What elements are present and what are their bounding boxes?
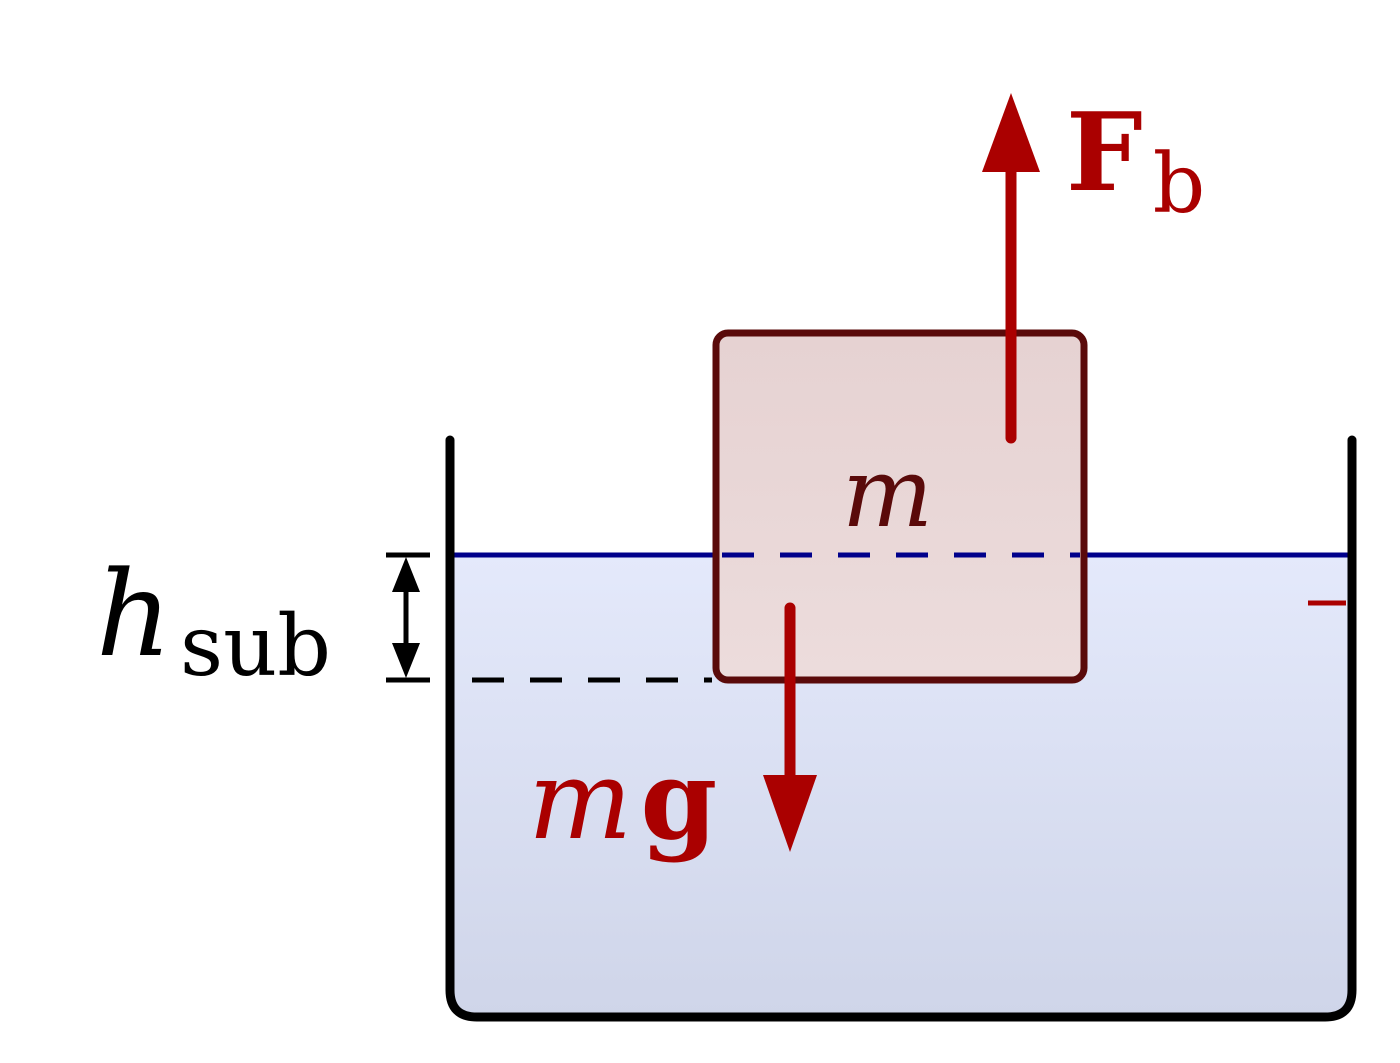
height-subscript: sub xyxy=(180,597,331,695)
buoyant-force-arrow xyxy=(982,93,1040,444)
water xyxy=(452,555,1352,1015)
floating-block xyxy=(712,329,1088,684)
buoyant-force-label: F b xyxy=(1066,90,1205,232)
mass-label: m xyxy=(842,437,933,549)
buoyant-force-subscript: b xyxy=(1153,137,1206,232)
weight-label: m g xyxy=(528,735,717,864)
height-label: h sub xyxy=(96,545,331,695)
height-dimension-arrow xyxy=(386,552,430,683)
weight-m: m xyxy=(528,736,632,864)
weight-arrow xyxy=(763,602,817,852)
weight-g: g xyxy=(640,735,717,864)
container xyxy=(445,435,1357,1022)
height-h: h xyxy=(96,545,172,683)
buoyant-force-F: F xyxy=(1066,90,1143,216)
